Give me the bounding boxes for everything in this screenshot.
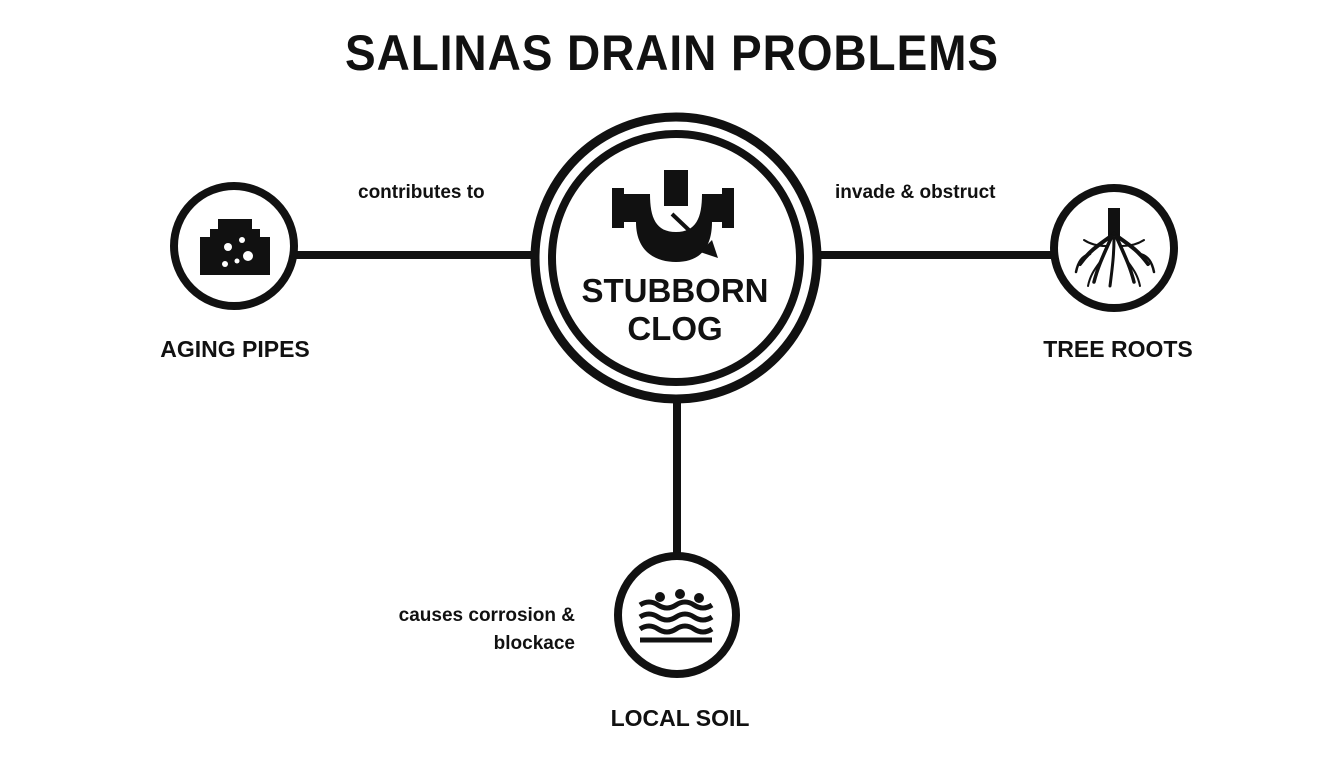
edge-label-causes-line2: blockace xyxy=(493,633,575,654)
node-label-tree-roots: TREE ROOTS xyxy=(1043,336,1193,362)
center-node xyxy=(530,112,822,404)
node-tree-roots xyxy=(1050,184,1178,312)
edge-label-causes-line1: causes corrosion & xyxy=(398,605,575,626)
edge-label-causes: causes corrosion & blockace xyxy=(380,602,575,658)
soil-water-icon xyxy=(638,589,714,643)
edge-label-invade: invade & obstruct xyxy=(835,182,996,203)
diagram-title: SALINAS DRAIN PROBLEMS xyxy=(344,25,1000,81)
node-aging-pipes xyxy=(170,182,298,310)
center-label-line1: STUBBORN xyxy=(581,272,769,309)
corroded-pipe-icon xyxy=(200,219,270,275)
node-local-soil xyxy=(614,552,740,678)
clogged-pipe-icon xyxy=(612,170,734,262)
center-label-line2: CLOG xyxy=(627,310,723,347)
node-label-aging-pipes: AGING PIPES xyxy=(160,336,310,362)
node-label-local-soil: LOCAL SOIL xyxy=(610,705,750,731)
edge-label-contributes: contributes to xyxy=(358,182,485,203)
tree-roots-icon xyxy=(1074,208,1156,288)
center-node-label: STUBBORN CLOG xyxy=(560,272,790,348)
